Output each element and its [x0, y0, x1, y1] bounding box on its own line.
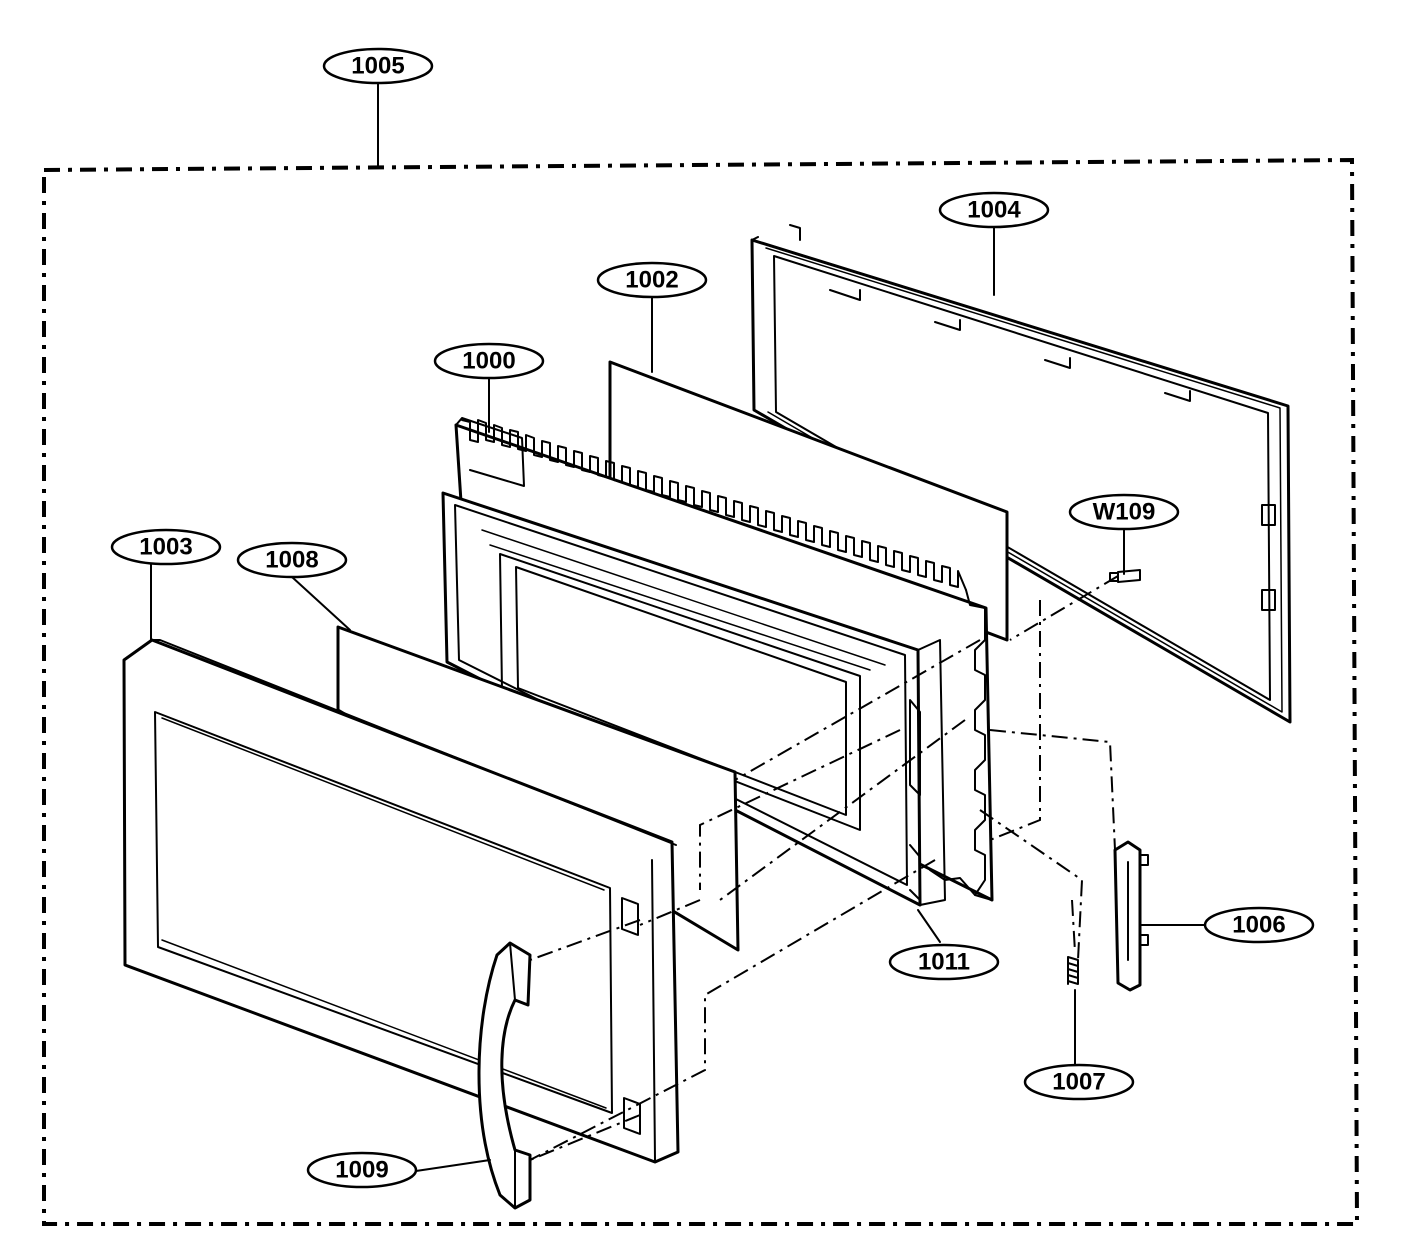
alignment-lines: [529, 575, 1119, 1161]
callout-1011: 1011: [888, 943, 1000, 981]
svg-text:1008: 1008: [265, 547, 318, 574]
part-1004-rear-frame: [750, 224, 1292, 724]
leader-lines: [150, 81, 1208, 1172]
part-1011-window-frame: [441, 491, 946, 907]
assembly-boundary: [42, 157, 1360, 1226]
callout-w109: W109: [1068, 493, 1180, 531]
svg-text:1002: 1002: [625, 267, 678, 294]
callout-1003: 1003: [110, 528, 222, 566]
part-1006-latch: [1113, 840, 1149, 992]
part-1007-spring: [1067, 956, 1079, 985]
svg-text:1011: 1011: [918, 949, 970, 976]
svg-text:1003: 1003: [139, 534, 192, 561]
callout-1009: 1009: [306, 1151, 418, 1189]
svg-text:1007: 1007: [1052, 1069, 1105, 1096]
svg-text:W109: W109: [1093, 499, 1156, 526]
callout-1000: 1000: [433, 342, 545, 380]
svg-text:1004: 1004: [967, 197, 1021, 224]
svg-text:1005: 1005: [351, 53, 404, 80]
callout-1008: 1008: [236, 541, 348, 579]
callout-1007: 1007: [1023, 1063, 1135, 1101]
svg-text:1009: 1009: [335, 1157, 388, 1184]
part-1009-handle: [477, 941, 532, 1210]
svg-text:1000: 1000: [462, 348, 515, 375]
callout-1004: 1004: [938, 191, 1050, 229]
part-w109-screw: [1109, 569, 1141, 583]
svg-text:1006: 1006: [1232, 912, 1285, 939]
callout-1005: 1005: [322, 47, 434, 85]
callout-1002: 1002: [596, 261, 708, 299]
callout-1006: 1006: [1203, 906, 1315, 944]
